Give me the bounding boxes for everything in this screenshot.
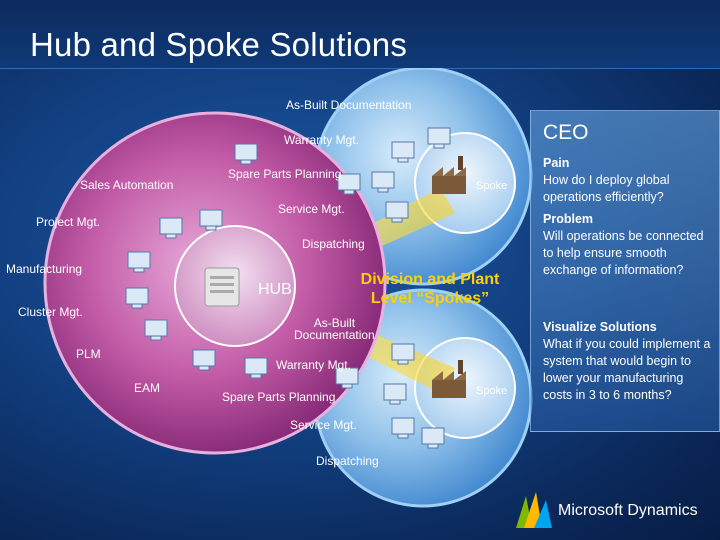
problem-section: Problem Will operations be connected to … xyxy=(543,211,715,279)
computer-icon xyxy=(192,349,216,371)
spoke-top-item: Warranty Mgt. xyxy=(284,133,359,147)
section-heading: Visualize Solutions xyxy=(543,320,657,334)
computer-icon xyxy=(335,367,359,389)
spoke-top-item: Dispatching xyxy=(302,237,365,251)
hub-item: EAM xyxy=(134,381,161,395)
visualize-section: Visualize Solutions What if you could im… xyxy=(543,319,715,404)
computer-icon xyxy=(125,287,149,309)
section-heading: Pain xyxy=(543,156,570,170)
logo-text: Microsoft Dynamics xyxy=(558,502,698,519)
spokes-callout: Division and Plant Level “Spokes” xyxy=(360,271,500,307)
computer-icon xyxy=(234,143,258,165)
computer-icon xyxy=(127,251,151,273)
computer-icon xyxy=(391,343,415,365)
hub-item: PLM xyxy=(76,347,101,361)
computer-icon xyxy=(371,171,395,193)
computer-icon xyxy=(391,141,415,163)
computer-icon xyxy=(159,217,183,239)
hub xyxy=(43,111,387,455)
spoke-top-item: As-Built Documentation xyxy=(286,98,412,112)
ceo-panel: CEO Pain How do I deploy global operatio… xyxy=(530,110,720,432)
spoke-top-item: Spare Parts Planning xyxy=(228,167,342,181)
spoke-bottom-item: Spare Parts Planning xyxy=(222,390,336,404)
hub-item: Manufacturing xyxy=(6,262,83,276)
page-title: Hub and Spoke Solutions xyxy=(30,26,408,63)
spoke-top-label: Spoke xyxy=(476,180,507,192)
computer-icon xyxy=(385,201,409,223)
ceo-title: CEO xyxy=(543,121,589,144)
section-body: Will operations be connected to help ens… xyxy=(543,229,704,277)
section-body: How do I deploy global operations effici… xyxy=(543,173,670,204)
spoke-bottom-item: Warranty Mgt. xyxy=(276,358,351,372)
hub-item: Cluster Mgt. xyxy=(18,305,83,319)
section-body: What if you could implement a system tha… xyxy=(543,337,711,402)
computer-icon xyxy=(244,357,268,379)
spoke-bottom-label: Spoke xyxy=(476,385,507,397)
hub-item: Project Mgt. xyxy=(36,215,101,229)
computer-icon xyxy=(337,173,361,195)
computer-icon xyxy=(391,417,415,439)
factory-icon xyxy=(432,360,466,398)
computer-icon xyxy=(199,209,223,231)
hub-label: HUB xyxy=(258,281,292,298)
spoke-top-item: Service Mgt. xyxy=(278,202,345,216)
computer-icon xyxy=(421,427,445,449)
section-heading: Problem xyxy=(543,212,594,226)
spoke-bottom-item: As-Built Documentation xyxy=(294,316,375,342)
computer-icon xyxy=(427,127,451,149)
dynamics-logo-icon xyxy=(516,492,552,528)
hub-item: Sales Automation xyxy=(80,178,174,192)
pain-section: Pain How do I deploy global operations e… xyxy=(543,155,715,206)
microsoft-dynamics-logo: Microsoft Dynamics xyxy=(508,490,714,532)
hub-spoke-diagram: HUB Spoke Spoke xyxy=(43,68,533,508)
spoke-bottom-item: Dispatching xyxy=(316,454,379,468)
computer-icon xyxy=(144,319,168,341)
spoke-bottom-item: Service Mgt. xyxy=(290,418,357,432)
computer-icon xyxy=(383,383,407,405)
title-bar: Hub and Spoke Solutions xyxy=(0,0,720,69)
factory-icon xyxy=(432,156,466,194)
server-icon xyxy=(204,267,240,307)
